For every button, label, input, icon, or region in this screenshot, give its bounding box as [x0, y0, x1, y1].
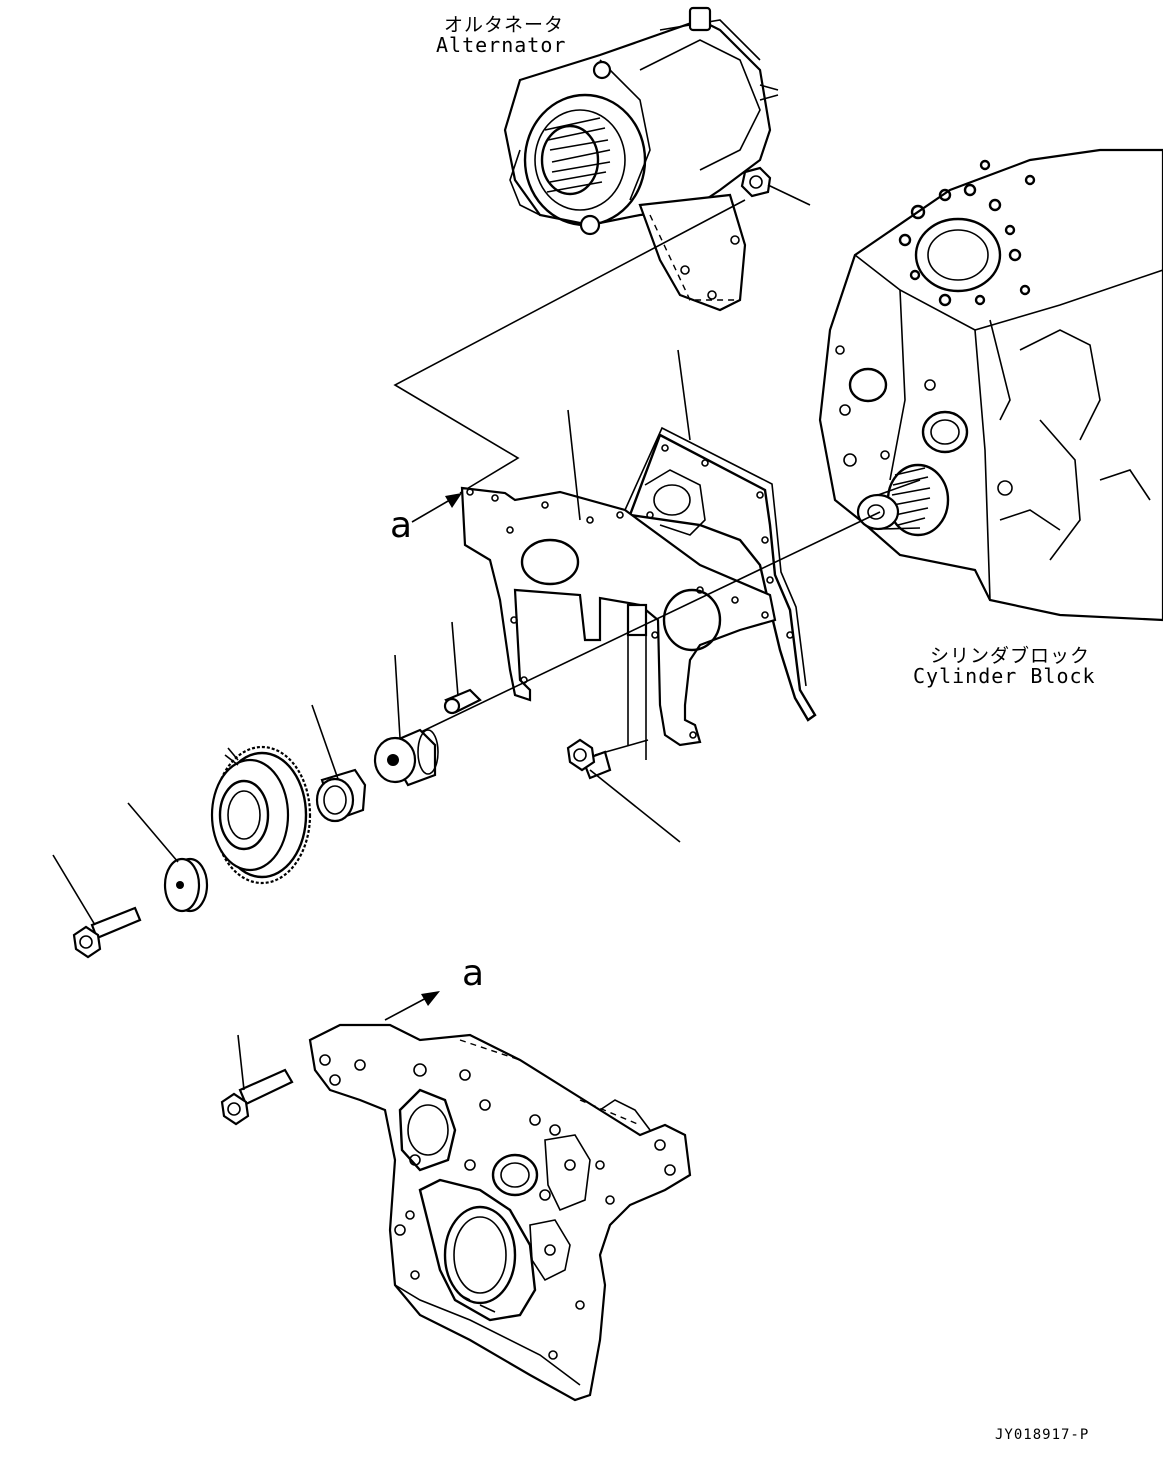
thrust-plate-illustration — [127, 802, 209, 913]
front-cover-illustration — [308, 1023, 692, 1402]
cylinder-block-label-jp: シリンダブロック — [930, 645, 1091, 667]
alternator-label-jp: オルタネータ — [444, 14, 565, 36]
idler-gear-illustration — [210, 745, 312, 885]
view-arrow-lower — [384, 991, 440, 1021]
bushing-illustration — [311, 704, 367, 823]
long-bolt-illustration — [52, 854, 142, 959]
view-marker-upper: a — [390, 505, 413, 546]
view-arrow-upper — [411, 493, 462, 523]
cover-bolt-illustration — [220, 1034, 294, 1126]
alternator-label-en: Alternator — [436, 33, 567, 57]
drawing-code: JY018917-P — [995, 1427, 1090, 1443]
dowel-pin-illustration — [443, 621, 482, 715]
cylinder-block-label-en: Cylinder Block — [913, 664, 1096, 688]
cylinder-block-illustration — [818, 148, 1163, 622]
view-marker-lower: a — [462, 953, 485, 994]
idler-shaft-illustration — [373, 654, 439, 787]
gasket-illustration — [624, 426, 817, 722]
alternator-illustration — [393, 6, 811, 494]
front-plate-illustration — [460, 349, 777, 760]
plate-bolt-illustration — [566, 738, 681, 843]
assembly-axis-line — [399, 511, 881, 743]
